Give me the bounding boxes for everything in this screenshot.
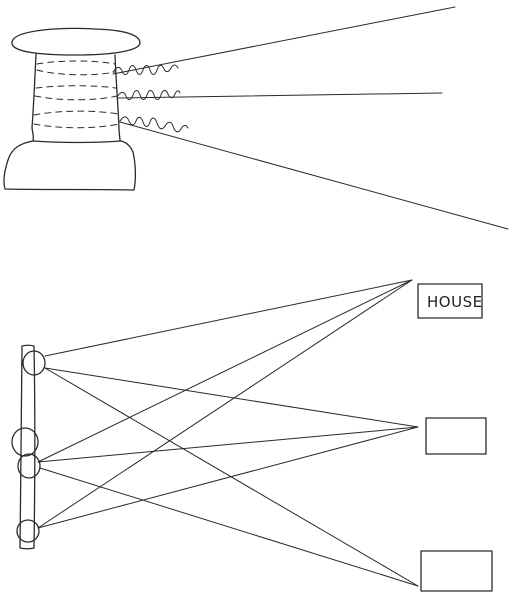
tower-left-wall xyxy=(31,53,37,142)
link-line xyxy=(37,279,413,529)
emitter-node-4 xyxy=(16,519,40,543)
receiver-label-house: HOUSE xyxy=(427,293,483,311)
tower-ring-1 xyxy=(36,60,116,65)
network-sketch: HOUSE xyxy=(11,279,493,592)
tower-base xyxy=(3,140,137,191)
tower-ring-5 xyxy=(33,110,119,116)
emitter-node-2 xyxy=(11,427,39,457)
link-line xyxy=(44,279,413,357)
receiver-box-2 xyxy=(425,417,487,455)
link-line xyxy=(44,367,419,428)
emitter-node-1 xyxy=(22,350,46,376)
signal-wave-icon xyxy=(119,116,189,133)
tower-bottom-rim xyxy=(32,140,122,144)
transmitter-tower-sketch xyxy=(3,6,509,230)
signal-wave-icon xyxy=(112,64,179,76)
link-line xyxy=(37,426,419,463)
emitter-node-3 xyxy=(17,453,41,479)
receiver-box-house xyxy=(417,283,483,319)
link-line xyxy=(37,426,419,529)
link-line xyxy=(39,467,419,587)
tower-ring-2 xyxy=(36,69,116,76)
tower-top-cap xyxy=(11,27,141,56)
emitter-pole xyxy=(19,344,36,550)
receiver-box-3 xyxy=(420,550,493,592)
tower-ring-4 xyxy=(34,95,118,101)
tower-ring-6 xyxy=(33,123,120,129)
beam-line-1 xyxy=(112,6,456,75)
beam-line-3 xyxy=(119,121,509,230)
link-line xyxy=(37,279,413,463)
beam-line-2 xyxy=(116,92,443,99)
tower-ring-3 xyxy=(35,85,117,89)
signal-wave-icon xyxy=(116,89,181,101)
link-line xyxy=(44,367,419,587)
tower-right-wall xyxy=(114,54,121,142)
